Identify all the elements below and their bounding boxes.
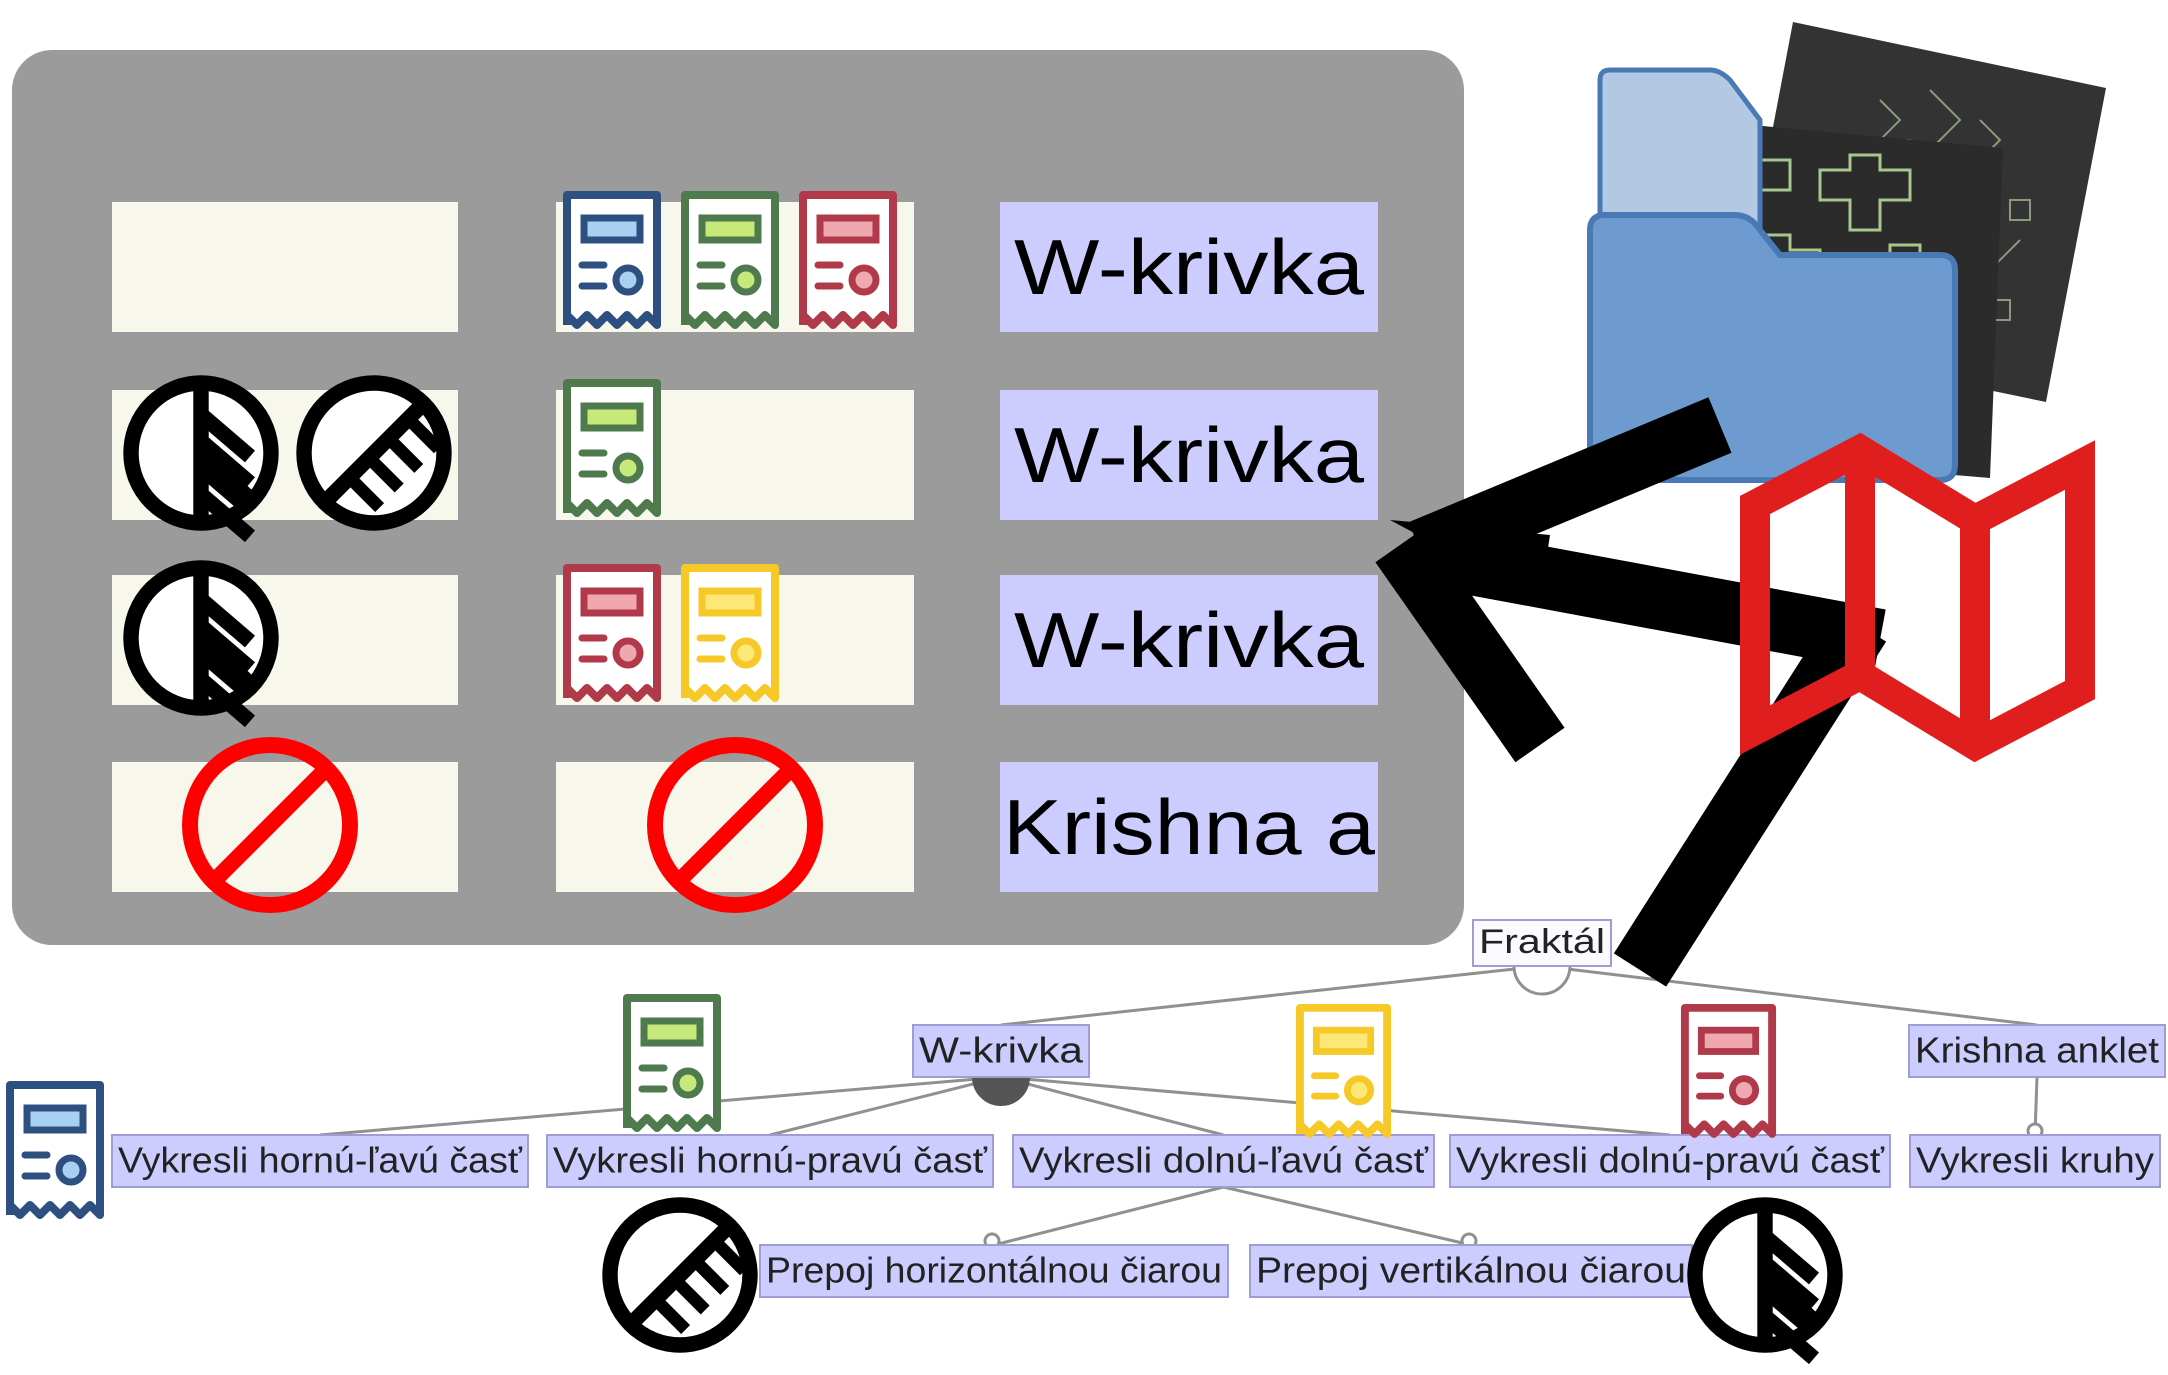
tree-node-level2: Vykresli dolnú-ľavú časť — [1019, 1139, 1429, 1180]
tree-icons — [6, 994, 1843, 1365]
tree-root: Fraktál — [1479, 923, 1605, 961]
tree-root-box — [1472, 919, 1612, 967]
tree-node-level2-box — [546, 1134, 994, 1188]
grid-row-label: W-krivka — [1014, 411, 1365, 499]
and-arc — [971, 1076, 1031, 1106]
tree-node-level2-box — [111, 1134, 529, 1188]
receipt-red-icon — [799, 191, 897, 329]
tree-node-level2: Vykresli kruhy — [1916, 1139, 2154, 1180]
grid-cell-left — [112, 762, 458, 892]
grid-cell-left — [112, 202, 458, 332]
tree-node-level2: Vykresli dolnú-pravú časť — [1456, 1139, 1885, 1180]
tree-node-level1-box — [912, 1024, 1090, 1078]
grid-icons — [123, 191, 897, 913]
receipt-red-icon — [1680, 1003, 1777, 1138]
receipt-yellow-icon — [681, 564, 779, 702]
grid-label-box — [1000, 575, 1378, 705]
receipt-green-icon — [563, 379, 661, 517]
tree-edge — [769, 1075, 1002, 1137]
tree-node-level3: Prepoj horizontálnou čiarou — [766, 1249, 1222, 1290]
tree-node-level1: W-krivka — [919, 1029, 1084, 1070]
tree-node-level3-box — [1249, 1244, 1693, 1298]
tree-node-level2: Vykresli hornú-pravú časť — [553, 1139, 988, 1180]
map-icon — [1740, 432, 2095, 763]
receipt-yellow-icon — [1295, 1003, 1392, 1138]
grid-row-label: W-krivka — [1014, 596, 1365, 684]
tree-edge — [993, 1185, 1224, 1247]
peace-crossed-icon — [602, 1197, 758, 1353]
or-arc — [1512, 965, 1572, 996]
grid-label-box — [1000, 762, 1378, 892]
grid-row-label: W-krivka — [1014, 223, 1365, 311]
receipt-blue-icon — [6, 1081, 104, 1219]
grid-label-box — [1000, 202, 1378, 332]
forbidden-icon — [182, 737, 358, 913]
tree-edge — [1223, 1185, 1472, 1247]
tree-edge — [1000, 964, 1543, 1027]
tree-node-level2-box — [1012, 1134, 1435, 1188]
forbidden-icon — [647, 737, 823, 913]
tree-node-level1-box — [1908, 1024, 2166, 1078]
receipt-green-icon — [623, 994, 721, 1132]
grid-label-box — [1000, 390, 1378, 520]
receipt-blue-icon — [563, 191, 661, 329]
tree-node-level3-box — [759, 1244, 1229, 1298]
receipt-green-icon — [681, 191, 779, 329]
tree-node-level2-box — [1449, 1134, 1891, 1188]
tree-node-level2-box — [1909, 1134, 2161, 1188]
peace-crossed-icon — [296, 375, 452, 531]
grid-row-label: Krishna a — [1003, 783, 1376, 871]
peace-striped-icon — [123, 375, 279, 543]
receipt-red-icon — [563, 564, 661, 702]
tree-node-level3: Prepoj vertikálnou čiarou — [1256, 1249, 1686, 1290]
tree-edge — [1541, 964, 2038, 1027]
peace-striped-icon — [1687, 1197, 1843, 1365]
tree-node-level2: Vykresli hornú-ľavú časť — [118, 1139, 523, 1180]
peace-striped-icon — [123, 560, 279, 728]
tree-edge — [1000, 1075, 1224, 1137]
tree-node-level1: Krishna anklet — [1915, 1029, 2159, 1070]
